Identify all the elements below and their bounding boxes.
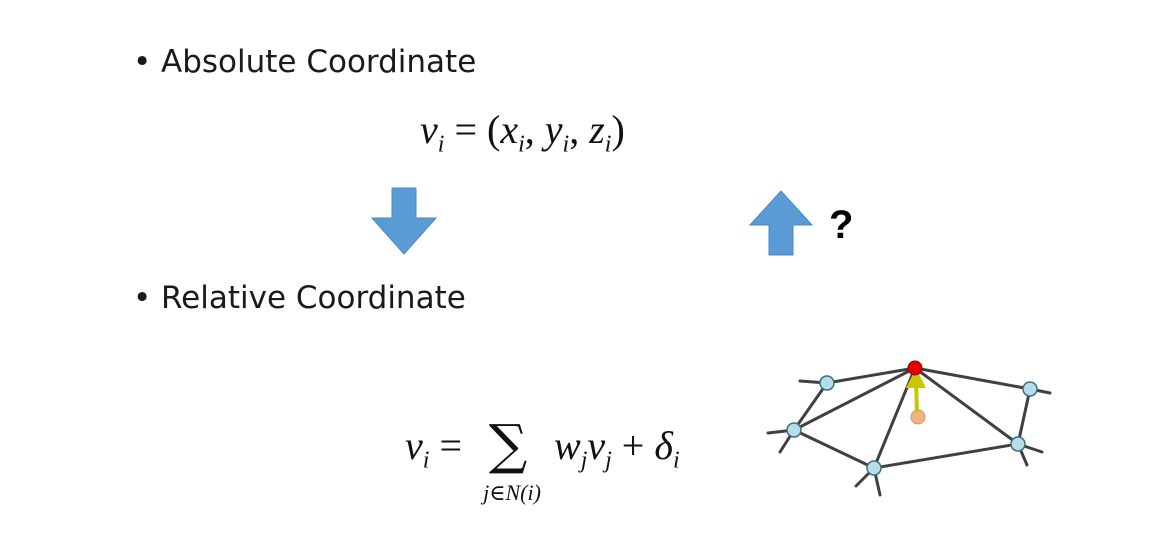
bullet-dot: • [133, 280, 152, 316]
eq2-plus: + [621, 423, 645, 468]
down-arrow-icon [370, 187, 438, 255]
eq1-comma-1: , [524, 107, 535, 152]
eq1-y: y [544, 107, 563, 152]
eq2-v: v [587, 423, 606, 468]
bullet-absolute-coordinate: •Absolute Coordinate [133, 44, 476, 80]
up-arrow-icon [748, 190, 814, 256]
equation-relative: vi = ∑j∈N(i) wjvj + δi [405, 418, 680, 506]
bullet-absolute-label: Absolute Coordinate [161, 44, 477, 80]
equation-absolute: vi = (xi, yi, zi) [420, 106, 625, 156]
mesh-vertex [819, 375, 835, 391]
eq1-y-sub: i [562, 131, 570, 158]
question-mark: ? [829, 203, 854, 247]
eq1-x-sub: i [518, 131, 525, 158]
mesh-vertex [786, 422, 802, 438]
mesh-edge [792, 381, 829, 432]
mesh-vertex [866, 460, 882, 476]
mesh-vertex [1022, 381, 1038, 397]
mesh-edge [792, 428, 876, 470]
eq2-v-sub: j [605, 447, 612, 474]
mesh-edge [913, 366, 1020, 446]
eq1-equals: = [454, 107, 477, 152]
mesh-edge [872, 442, 1020, 470]
eq2-delta: δ [654, 423, 673, 468]
mesh-edge [913, 366, 1032, 391]
bullet-dot: • [133, 44, 152, 80]
mesh-edge [1016, 387, 1032, 446]
sum-index: j∈N(i) [483, 480, 541, 505]
eq1-lhs: v [420, 107, 438, 152]
eq1-z-sub: i [604, 131, 612, 158]
mesh-edge [792, 366, 917, 432]
mesh-edge [825, 366, 917, 385]
sigma-symbol: ∑ [488, 413, 528, 476]
eq1-x: x [500, 107, 519, 152]
eq2-w-sub: j [580, 447, 588, 474]
mesh-vertex [1010, 436, 1026, 452]
eq1-z: z [589, 107, 605, 152]
eq1-lhs-sub: i [437, 131, 445, 158]
center-vertex [907, 360, 923, 376]
original-vertex-icon [910, 409, 926, 425]
eq2-w: w [554, 423, 581, 468]
bullet-relative-label: Relative Coordinate [161, 280, 466, 316]
summation: ∑j∈N(i) [472, 418, 544, 506]
eq1-comma-2: , [569, 107, 580, 152]
eq2-equals: = [439, 423, 462, 468]
eq2-delta-sub: i [672, 447, 680, 474]
eq2-lhs: v [405, 423, 423, 468]
eq1-open-paren: ( [487, 107, 501, 152]
eq1-close-paren: ) [611, 107, 625, 152]
eq2-lhs-sub: i [422, 447, 430, 474]
displacement-arrow-head [906, 368, 926, 388]
bullet-relative-coordinate: •Relative Coordinate [133, 280, 466, 316]
